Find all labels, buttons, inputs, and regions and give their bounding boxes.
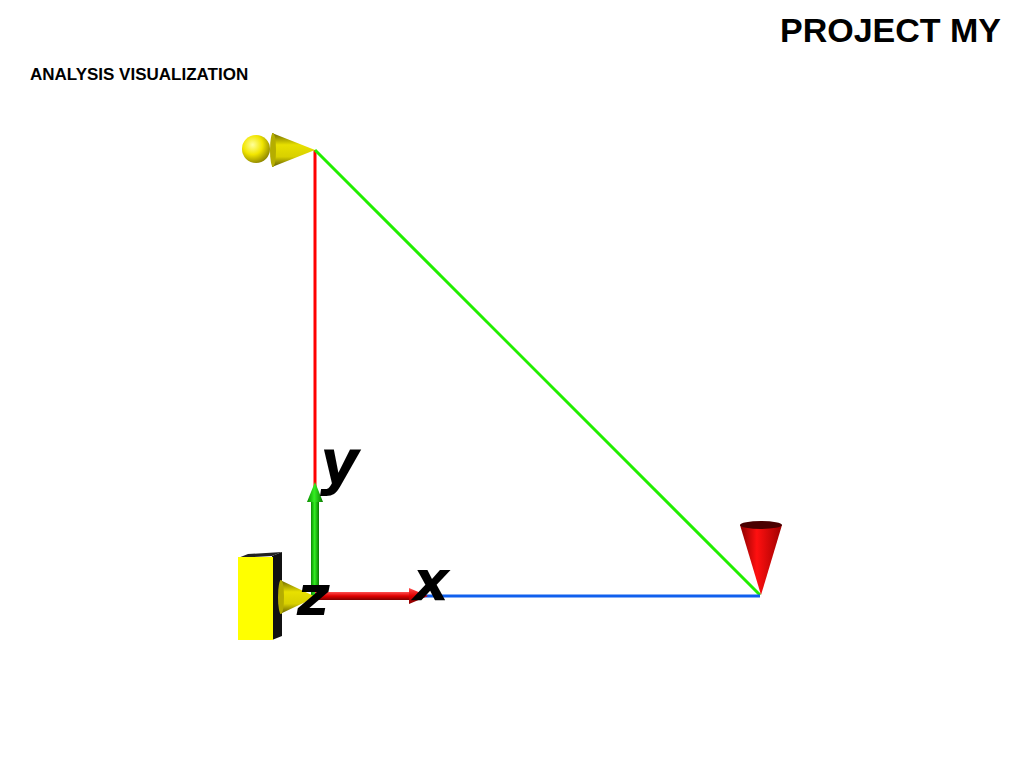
axis-label: y bbox=[320, 432, 359, 492]
yellow-cone-bottom-base bbox=[278, 580, 284, 614]
yellow-cone-top-base bbox=[270, 133, 276, 167]
yellow-cone-top bbox=[272, 133, 315, 167]
axis-label: z bbox=[297, 568, 330, 624]
red-cone-base bbox=[740, 521, 782, 529]
axis-label: x bbox=[413, 553, 449, 609]
yellow-sphere bbox=[242, 135, 270, 163]
subtitle-label: ANALYSIS VISUALIZATION bbox=[30, 66, 248, 83]
yellow-box bbox=[238, 557, 273, 640]
red-cone bbox=[740, 525, 782, 595]
green-edge-line bbox=[315, 150, 760, 595]
blue-edge-line bbox=[420, 595, 760, 598]
page-title: PROJECT MY bbox=[780, 13, 1001, 47]
